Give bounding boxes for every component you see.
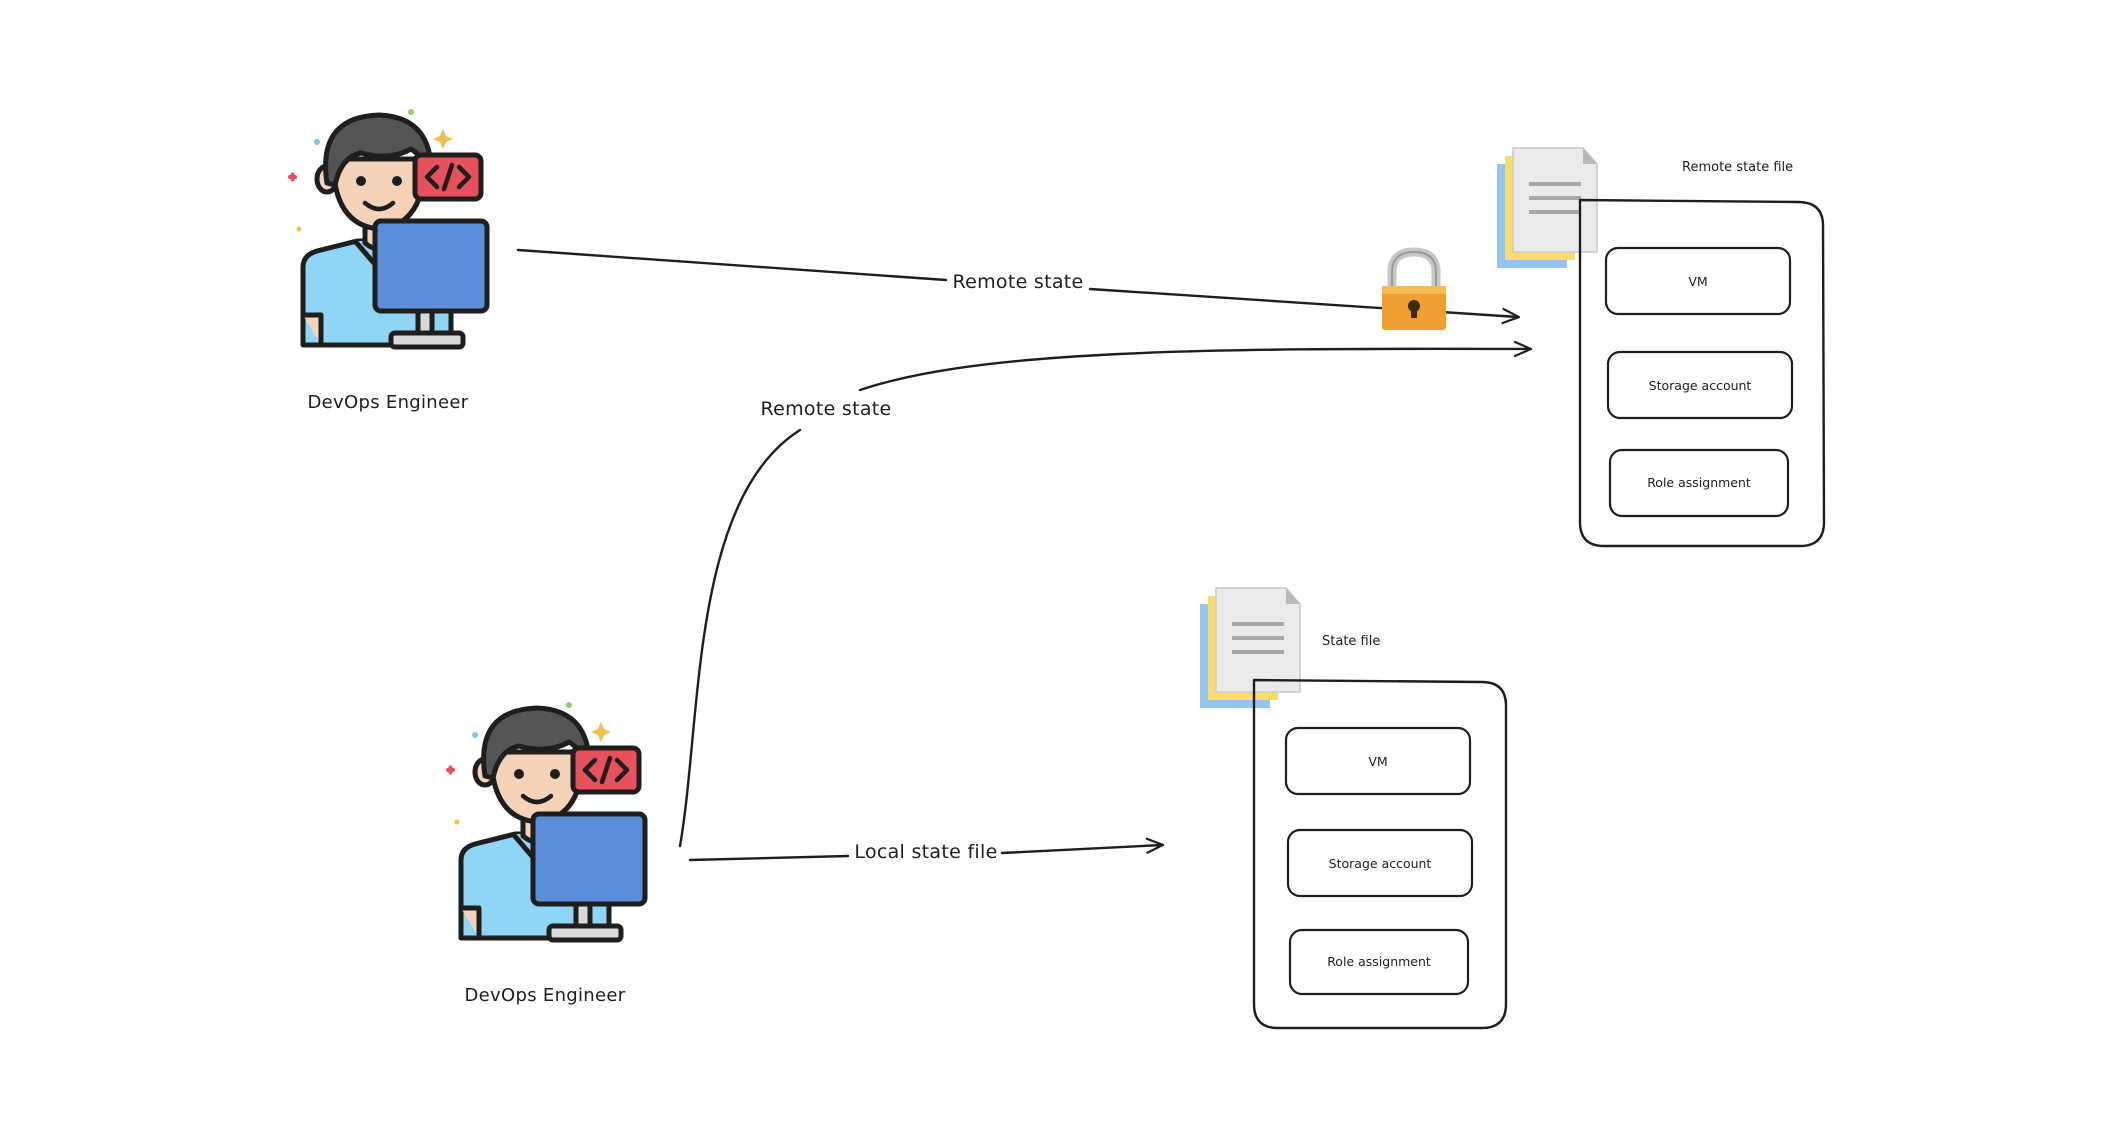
local-state-store: State file VM Storage account Role assig… <box>1198 586 1508 1030</box>
remote-resource-vm-label: VM <box>1688 274 1707 289</box>
remote-state-store: Remote state file VM Storage account Rol… <box>1495 146 1826 548</box>
engineer-icon <box>290 109 487 347</box>
remote-resource-storage <box>1606 350 1794 420</box>
remote-resource-vm <box>1604 246 1792 316</box>
local-resource-vm-label: VM <box>1368 754 1387 769</box>
local-resource-storage-label: Storage account <box>1329 856 1432 871</box>
arrow-remote-top: Remote state <box>516 248 1521 325</box>
document-stack-icon <box>1198 586 1302 710</box>
document-stack-icon <box>1495 146 1599 270</box>
local-resource-role <box>1288 928 1470 996</box>
arrow-remote-bottom-label: Remote state <box>760 398 891 420</box>
engineer-bottom: DevOps Engineer <box>448 702 645 1006</box>
remote-resource-role <box>1608 448 1790 518</box>
engineer-top-label: DevOps Engineer <box>308 392 469 413</box>
local-resource-role-label: Role assignment <box>1327 954 1431 969</box>
remote-resource-role-label: Role assignment <box>1647 475 1751 490</box>
arrow-local-label: Local state file <box>854 841 997 863</box>
local-resource-storage <box>1286 828 1474 898</box>
arrow-remote-bottom: Remote state <box>678 340 1533 848</box>
remote-resource-storage-label: Storage account <box>1649 378 1752 393</box>
arrow-remote-top-label: Remote state <box>952 271 1083 293</box>
local-store-title: State file <box>1322 634 1380 649</box>
local-resource-vm <box>1284 726 1472 796</box>
arrow-local: Local state file <box>688 837 1165 863</box>
remote-store-title: Remote state file <box>1682 160 1793 175</box>
engineer-bottom-label: DevOps Engineer <box>465 985 626 1006</box>
engineer-top: DevOps Engineer <box>290 109 487 413</box>
engineer-icon <box>448 702 645 940</box>
padlock-icon <box>1382 247 1446 330</box>
